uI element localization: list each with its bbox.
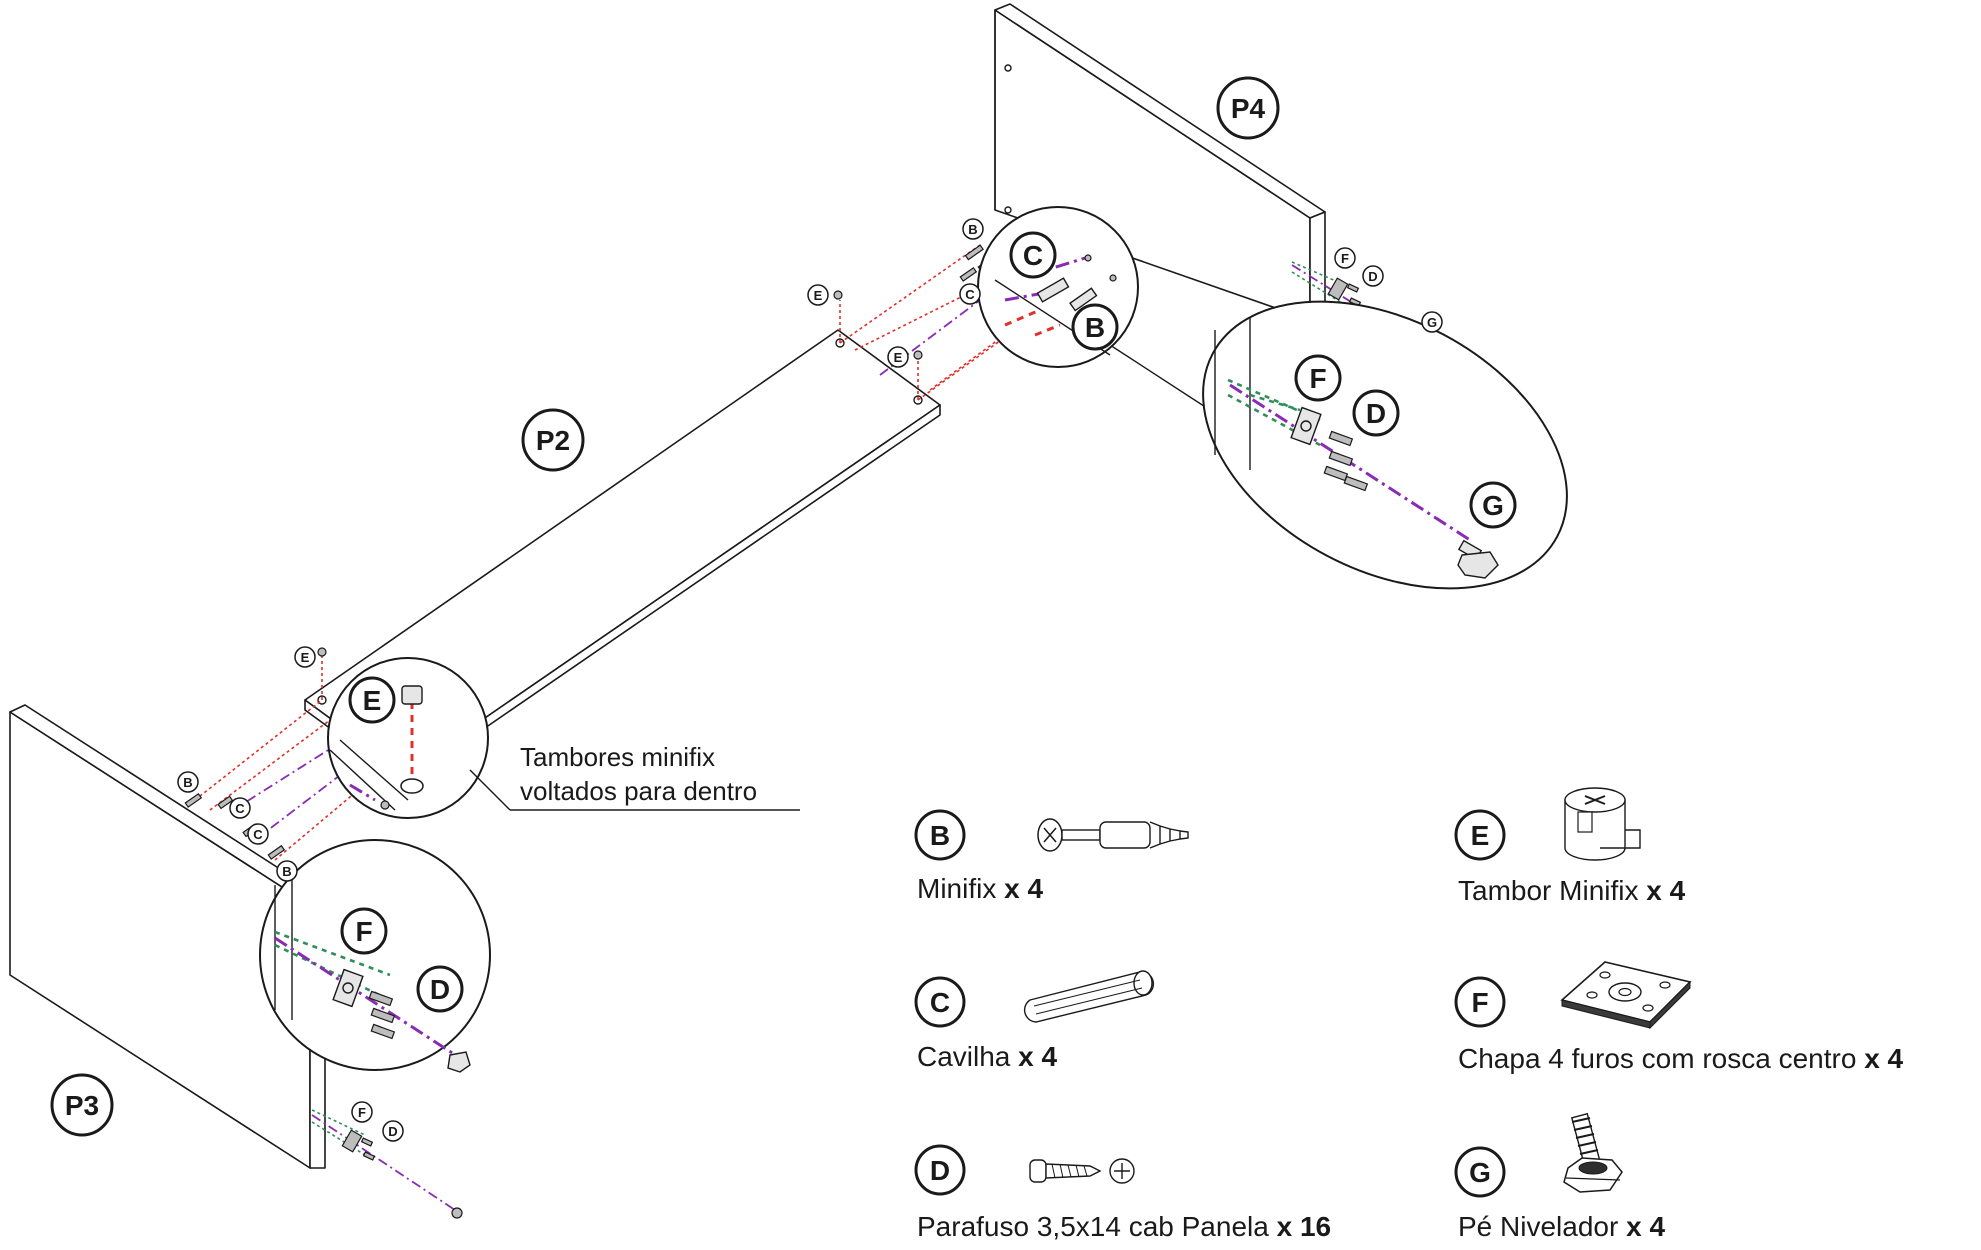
legend-name-e: Tambor Minifix [1458,875,1638,906]
legend-letter-c: C [930,987,950,1018]
marker-b-bottom-left-text: B [183,775,192,790]
marker-d-p4: D [1362,265,1384,287]
marker-c-bottom-1: C [229,797,251,819]
marker-f-p3-text: F [358,1105,366,1120]
legend-qty-f: x 4 [1864,1043,1903,1074]
detail-marker-b: B [1071,303,1119,351]
marker-c-bottom-1-text: C [235,801,245,816]
legend-qty-g: x 4 [1626,1211,1665,1242]
legend-name-d: Parafuso 3,5x14 cab Panela [917,1211,1269,1242]
detail-marker-d-p4-text: D [1366,398,1386,429]
legend-qty-d: x 16 [1277,1211,1332,1242]
marker-b-top-text: B [968,222,977,237]
leveling-foot-icon [1563,1112,1623,1193]
dowel-icon [1023,970,1155,1023]
marker-d-p4-text: D [1368,269,1377,284]
marker-d-p3-text: D [388,1124,397,1139]
detail-marker-d-p4: D [1352,389,1400,437]
legend-qty-e: x 4 [1646,875,1685,906]
callout-leader-line [469,769,511,811]
panel-p4 [994,3,1326,411]
detail-marker-d-p3: D [416,965,464,1013]
detail-marker-g-p4-text: G [1482,490,1504,521]
minifix-icon [1037,818,1189,852]
panel-label-p2-text: P2 [536,425,570,456]
svg-text:Parafuso 3,5x14 cab Panela x 1: Parafuso 3,5x14 cab Panela x 16 [917,1211,1331,1242]
marker-d-p3: D [382,1120,404,1142]
marker-c-bottom-2: C [247,823,269,845]
legend-name-g: Pé Nivelador [1458,1211,1618,1242]
marker-g-p4-text: G [1427,315,1437,330]
marker-e-top-right: E [887,346,909,368]
detail-marker-b-text: B [1085,312,1105,343]
legend-letter-d: D [930,1155,950,1186]
marker-e-top-left-text: E [814,288,823,303]
marker-g-p4: G [1421,311,1443,333]
cam-lock-icon [1564,787,1641,861]
detail-marker-g-p4: G [1469,481,1517,529]
detail-marker-d-p3-text: D [430,974,450,1005]
marker-c-top-text: C [965,287,975,302]
detail-marker-f-p3-text: F [355,916,372,947]
svg-text:Chapa 4 furos com rosca centro: Chapa 4 furos com rosca centro x 4 [1458,1043,1904,1074]
detail-ellipse-p4-foot [1202,300,1568,590]
detail-circle-p3-foot [259,839,491,1073]
legend-qty-c: x 4 [1018,1041,1057,1072]
legend-letter-f: F [1471,987,1488,1018]
detail-marker-c: C [1009,231,1057,279]
legend-name-c: Cavilha [917,1041,1011,1072]
legend-item-f: F Chapa 4 furos com rosca centro x 4 [1454,961,1904,1074]
detail-circle-top-joint [977,206,1139,368]
panel-label-p4-text: P4 [1231,93,1266,124]
marker-e-bottom: E [294,646,316,668]
detail-marker-f-p4-text: F [1309,363,1326,394]
marker-c-top: C [959,283,981,305]
legend-item-b: B Minifix x 4 [914,809,1189,904]
legend-item-c: C Cavilha x 4 [914,970,1155,1072]
marker-f-p3: F [351,1101,373,1123]
detail-marker-e-text: E [363,685,382,716]
marker-b-bottom-right: B [276,860,298,882]
panel-label-p4: P4 [1216,76,1280,140]
marker-b-top: B [962,218,984,240]
legend-letter-b: B [930,820,950,851]
svg-text:Pé Nivelador x 4: Pé Nivelador x 4 [1458,1211,1665,1242]
p3-foot-lines [311,1109,463,1219]
marker-b-bottom-left: B [177,771,199,793]
parts-legend: B Minifix x 4 C Cavilha x 4 [914,787,1904,1242]
marker-f-p4: F [1334,247,1356,269]
marker-c-bottom-2-text: C [253,827,263,842]
legend-item-e: E Tambor Minifix x 4 [1454,787,1686,906]
legend-item-d: D Parafuso 3,5x14 cab Panela x 16 [914,1144,1331,1242]
svg-text:Tambor Minifix x 4: Tambor Minifix x 4 [1458,875,1686,906]
legend-name-f: Chapa 4 furos com rosca centro [1458,1043,1856,1074]
callout-line-1: Tambores minifix [520,742,715,772]
detail-marker-f-p4: F [1294,354,1342,402]
detail-marker-c-text: C [1023,240,1043,271]
detail-circle-bottom-joint [327,657,489,819]
panel-label-p2: P2 [521,408,585,472]
marker-b-bottom-right-text: B [282,864,291,879]
legend-name-b: Minifix [917,873,996,904]
detail-marker-f-p3: F [340,907,388,955]
callout-line-2: voltados para dentro [520,776,757,806]
svg-text:Minifix x 4: Minifix x 4 [917,873,1043,904]
legend-letter-e: E [1471,820,1490,851]
detail-marker-e: E [348,676,396,724]
marker-e-bottom-text: E [301,650,310,665]
legend-qty-b: x 4 [1004,873,1043,904]
panel-label-p3: P3 [50,1073,114,1137]
legend-item-g: G Pé Nivelador x 4 [1454,1112,1665,1242]
svg-text:Cavilha x 4: Cavilha x 4 [917,1041,1058,1072]
screw-icon [1029,1158,1135,1184]
legend-letter-g: G [1469,1157,1491,1188]
marker-e-top-left: E [807,284,829,306]
marker-f-p4-text: F [1341,251,1349,266]
mounting-plate-icon [1560,961,1692,1030]
panel-label-p3-text: P3 [65,1090,99,1121]
marker-e-top-right-text: E [894,350,903,365]
